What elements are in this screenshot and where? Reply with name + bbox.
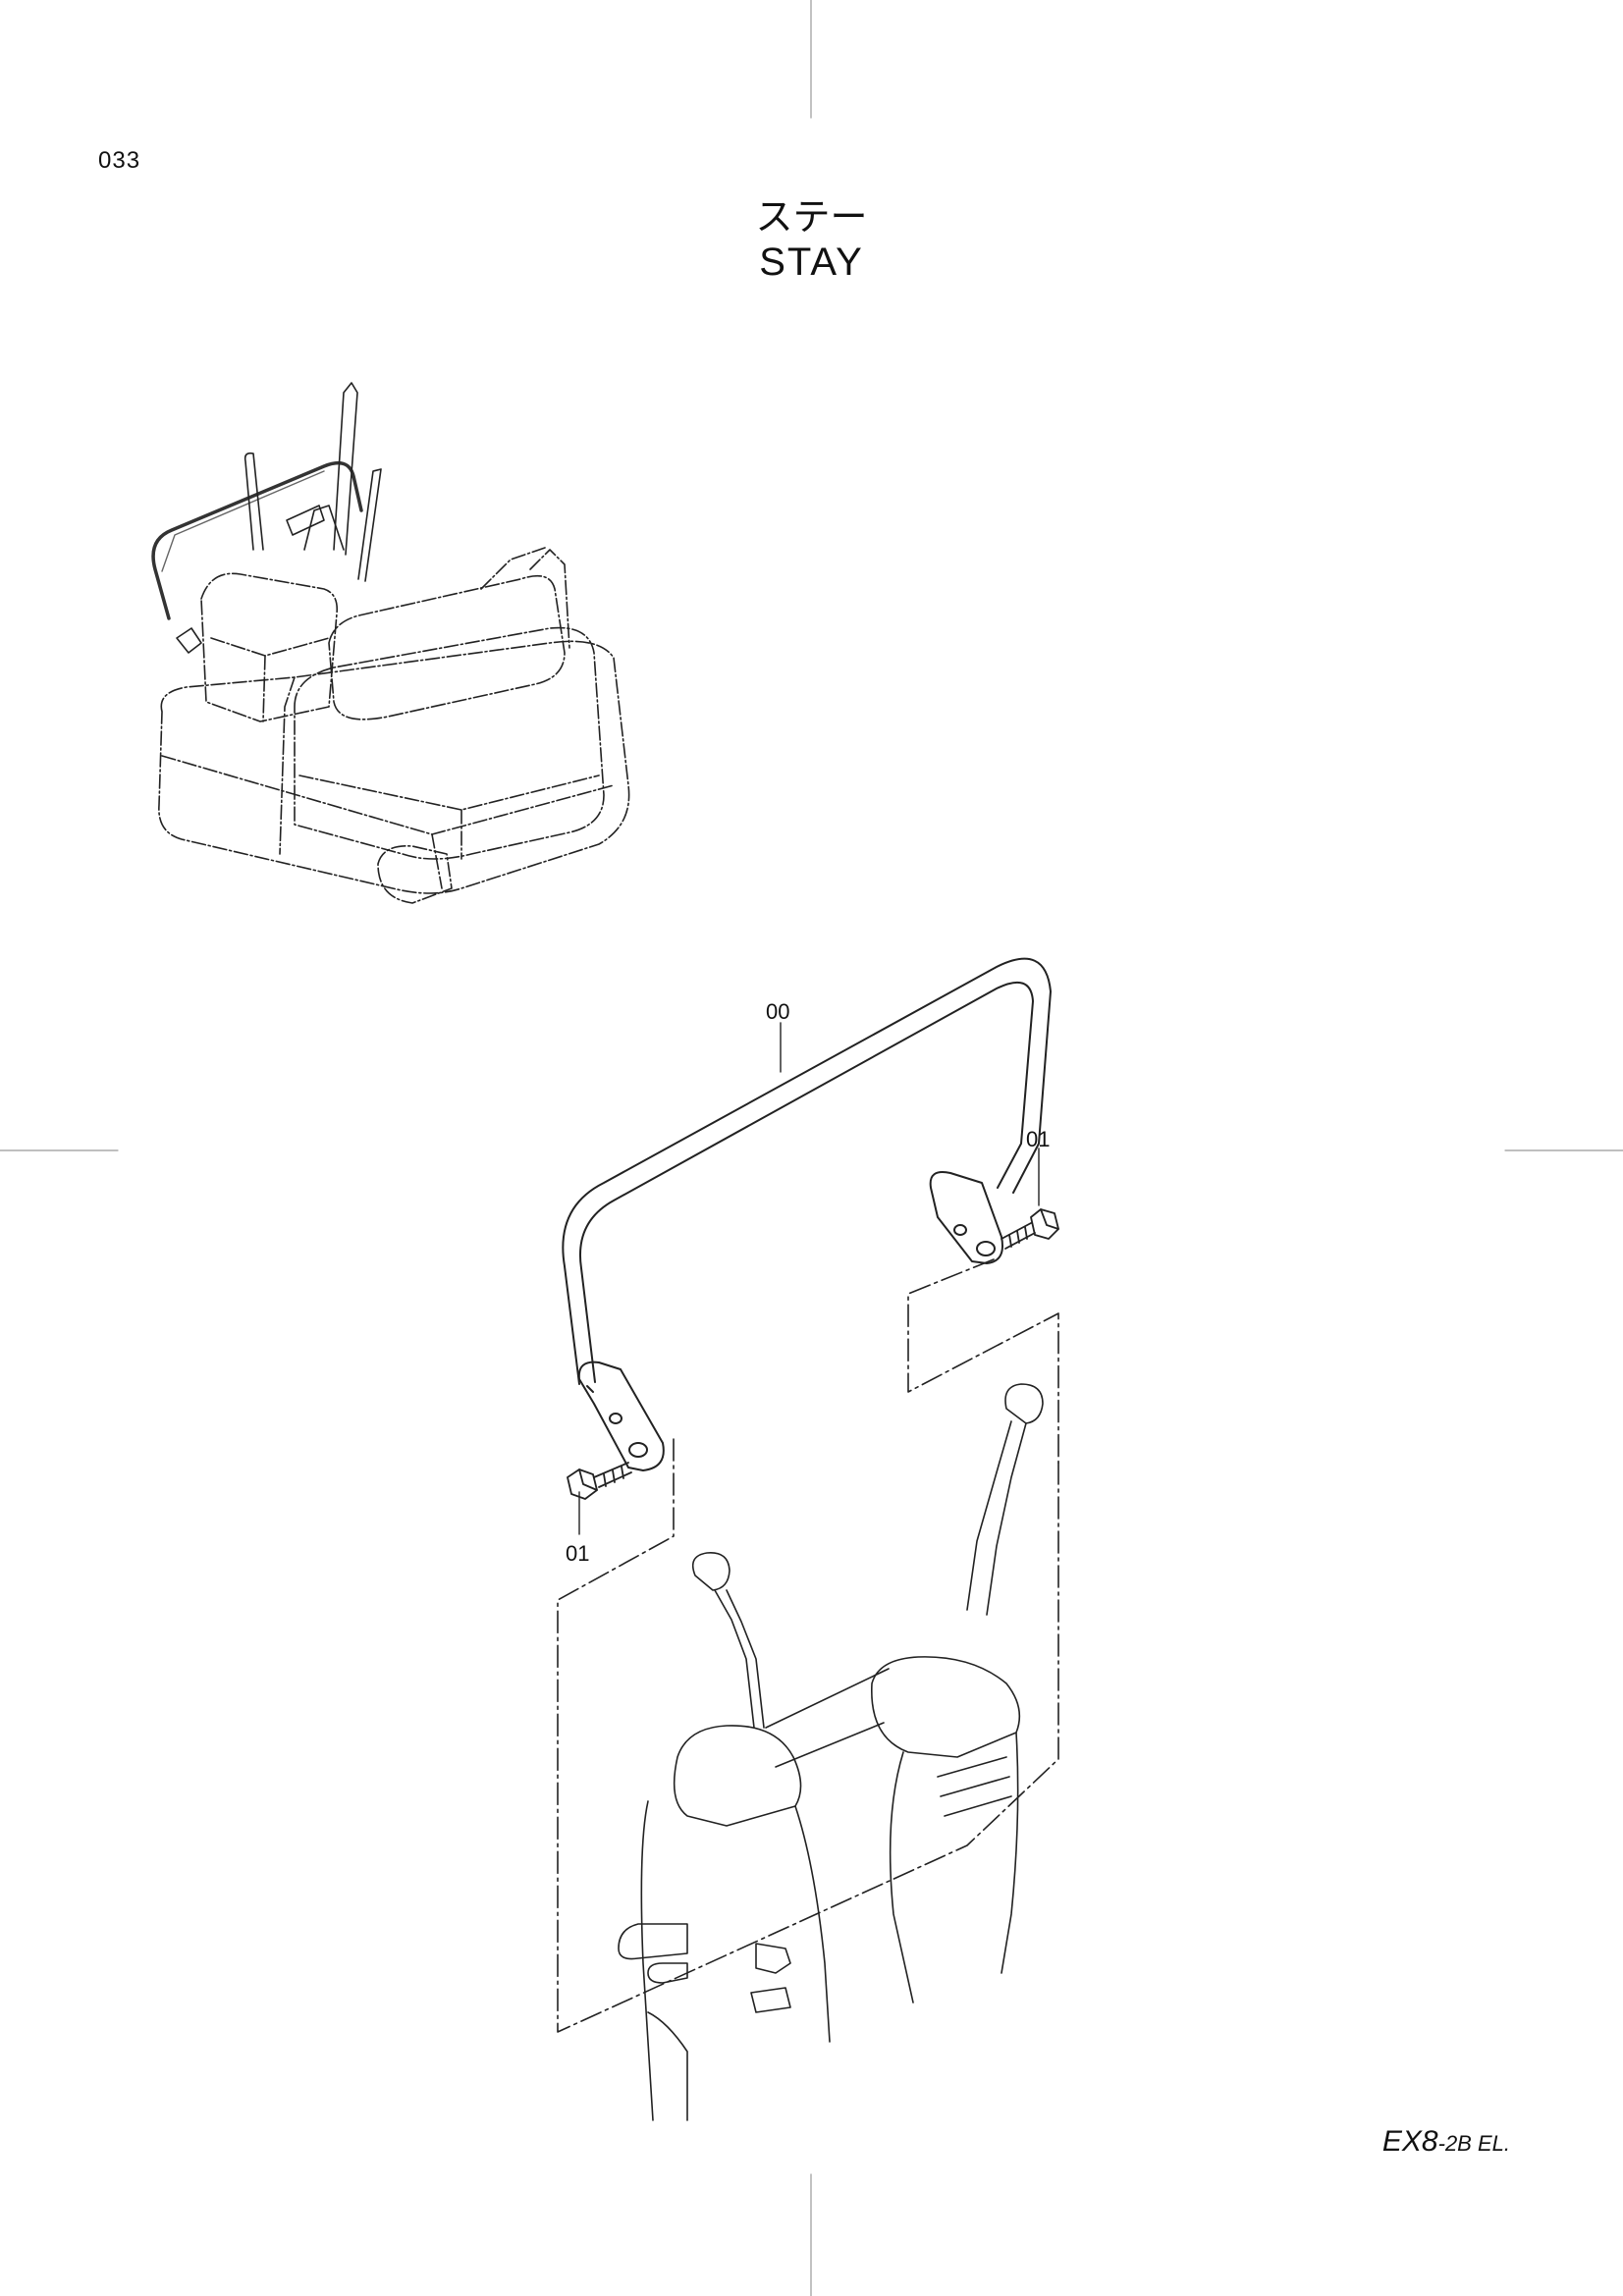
- control-console: [618, 1383, 1044, 2121]
- model-name: EX8: [1381, 2125, 1438, 2158]
- callout-leaders: [578, 1022, 1040, 1535]
- right-bracket: [929, 1171, 1003, 1264]
- title-japanese: ステー: [755, 195, 868, 239]
- model-suffix: -2B EL.: [1437, 2131, 1510, 2156]
- title-english: STAY: [759, 240, 864, 284]
- callout-01-right: 01: [1026, 1127, 1050, 1151]
- callout-00: 00: [766, 999, 789, 1024]
- phantom-outlines: [557, 1258, 1059, 2033]
- stay-bar: [562, 957, 1052, 1393]
- overview-thumbnail: [158, 547, 630, 904]
- bolt-left: [567, 1462, 632, 1500]
- callout-01-left: 01: [566, 1541, 589, 1566]
- overview-levers: [176, 382, 382, 654]
- page-number: 033: [98, 147, 141, 174]
- bolt-right: [1001, 1208, 1059, 1250]
- left-bracket: [577, 1361, 665, 1471]
- model-footer: EX8-2B EL.: [1382, 2125, 1510, 2159]
- overview-stay-highlight: [151, 460, 363, 620]
